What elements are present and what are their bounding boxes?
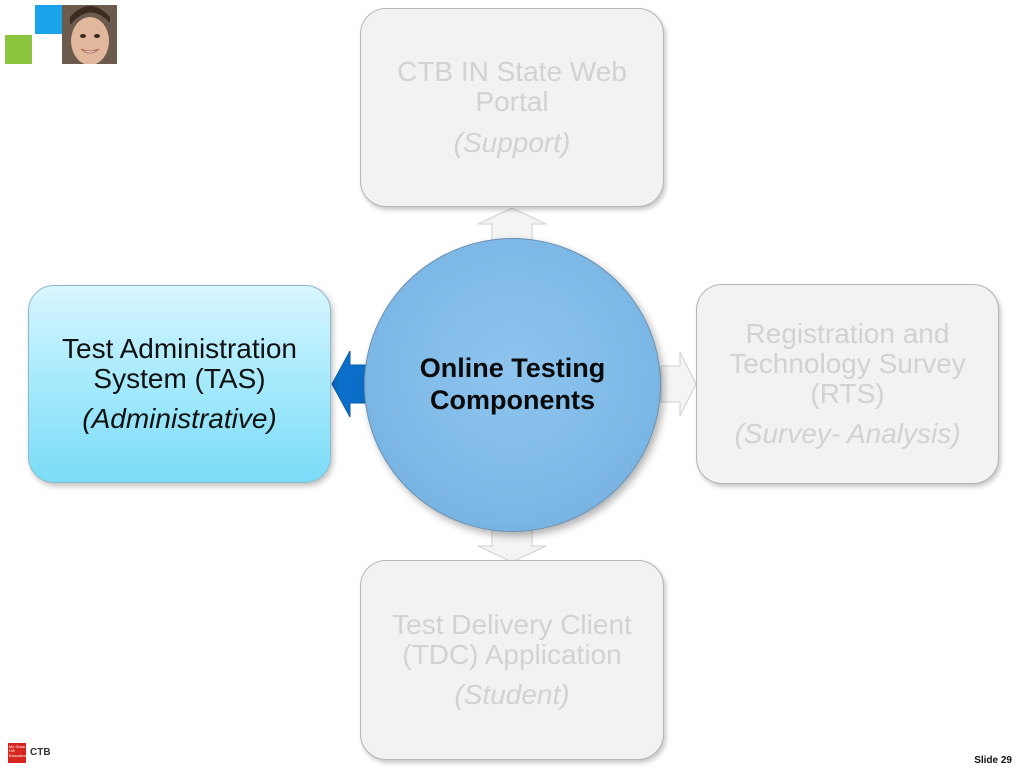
node-tas-subtitle: (Administrative) bbox=[82, 403, 277, 435]
ctb-brand: CTB bbox=[30, 747, 51, 758]
node-web-portal: CTB IN State Web Portal (Support) bbox=[360, 8, 664, 207]
hub-title: Online Testing Components bbox=[419, 353, 606, 415]
node-rts-title: Registration and Technology Survey (RTS) bbox=[729, 317, 966, 409]
mcgraw-hill-logo: Mc Graw Hill Education bbox=[8, 743, 27, 763]
header-photo bbox=[62, 5, 117, 64]
arrow-down bbox=[477, 527, 547, 563]
slide-number: Slide 29 bbox=[974, 755, 1012, 766]
arrow-right bbox=[660, 351, 697, 417]
mcgraw-hill-logo-text: Mc Graw Hill Education bbox=[9, 744, 27, 758]
node-rts: Registration and Technology Survey (RTS)… bbox=[696, 284, 999, 484]
hub-circle: Online Testing Components bbox=[364, 238, 661, 532]
logo-square-green bbox=[5, 35, 32, 64]
arrow-up bbox=[477, 207, 547, 241]
node-tdc: Test Delivery Client (TDC) Application (… bbox=[360, 560, 664, 760]
node-rts-subtitle: (Survey- Analysis) bbox=[734, 418, 961, 450]
node-tas-title: Test Administration System (TAS) bbox=[62, 332, 297, 394]
node-web-portal-title: CTB IN State Web Portal bbox=[397, 56, 627, 118]
node-tdc-subtitle: (Student) bbox=[454, 679, 570, 711]
logo-square-blue bbox=[35, 5, 62, 34]
node-tas: Test Administration System (TAS) (Admini… bbox=[28, 285, 331, 483]
node-web-portal-subtitle: (Support) bbox=[453, 126, 571, 158]
arrow-left-active bbox=[331, 350, 368, 418]
node-tdc-title: Test Delivery Client (TDC) Application bbox=[392, 608, 632, 670]
